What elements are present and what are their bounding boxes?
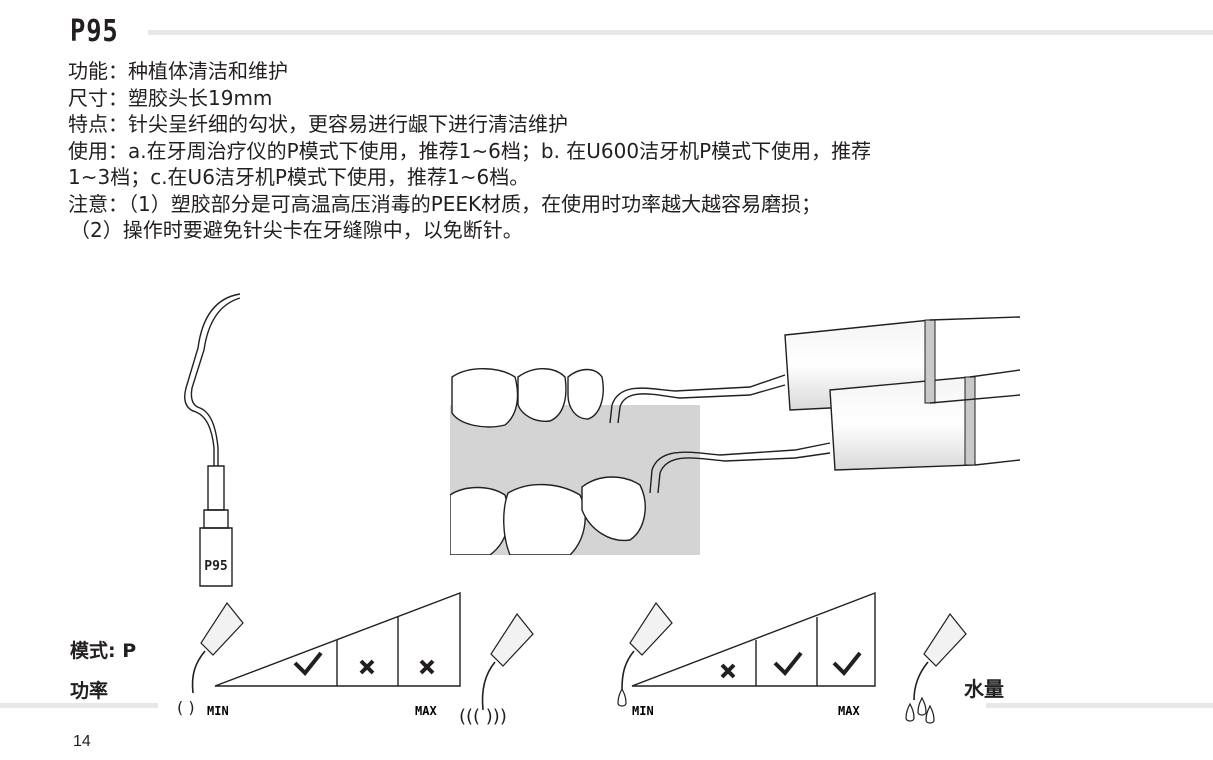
check-icon <box>293 651 323 676</box>
power-label: 功率 <box>70 680 109 702</box>
usage-line-2: 1~3档；c.在U6洁牙机P模式下使用，推荐1~6档。 <box>68 165 530 189</box>
water-min-label: MIN <box>632 704 654 718</box>
tip-label: P95 <box>204 559 227 574</box>
footer-divider-right <box>986 703 1213 708</box>
page-number: 14 <box>73 733 91 750</box>
power-max-label: MAX <box>415 704 437 718</box>
check-icon <box>832 651 862 676</box>
handpiece-low-icon: ( ) <box>177 601 244 717</box>
water-label: 水量 <box>964 677 1004 701</box>
handpiece-high-vibration-icon: ((( ))) <box>459 612 534 727</box>
teeth-usage-illustration <box>450 316 1020 555</box>
check-icon <box>773 651 803 676</box>
usage-line-1: 使用：a.在牙周治疗仪的P模式下使用，推荐1~6档；b. 在U600洁牙机P模式… <box>68 138 872 163</box>
water-scale-graphic: MIN MAX <box>617 591 876 718</box>
power-scale-graphic: ( ) MIN MAX <box>177 591 461 718</box>
notice-line-1: 注意：（1）塑胶部分是可高温高压消毒的PEEK材质，在使用时功率越大越容易磨损； <box>68 191 822 216</box>
handpiece-many-drops-icon <box>905 612 967 724</box>
footer-divider-left <box>0 703 158 708</box>
size-line: 尺寸：塑胶头长19mm <box>68 85 273 110</box>
feature-line: 特点：针尖呈纤细的勾状，更容易进行龈下进行清洁维护 <box>68 112 568 136</box>
model-title: P95 <box>70 14 119 49</box>
svg-text:((( ))): ((( ))) <box>459 706 507 727</box>
scaler-tip-illustration: P95 <box>184 293 241 587</box>
handpiece-drop-icon <box>617 601 673 707</box>
cross-icon <box>359 659 375 675</box>
power-min-label: MIN <box>207 704 229 718</box>
function-line: 功能：种植体清洁和维护 <box>68 59 288 83</box>
notice-line-2: （2）操作时要避免针尖卡在牙缝隙中，以免断针。 <box>70 218 523 242</box>
spec-text: 功能：种植体清洁和维护 尺寸：塑胶头长19mm 特点：针尖呈纤细的勾状，更容易进… <box>68 58 1118 244</box>
cross-icon <box>720 663 736 679</box>
water-max-label: MAX <box>838 704 860 718</box>
svg-text:( ): ( ) <box>177 698 195 717</box>
cross-icon <box>419 659 435 675</box>
title-divider <box>148 30 1213 35</box>
mode-label: 模式: P <box>70 640 137 662</box>
